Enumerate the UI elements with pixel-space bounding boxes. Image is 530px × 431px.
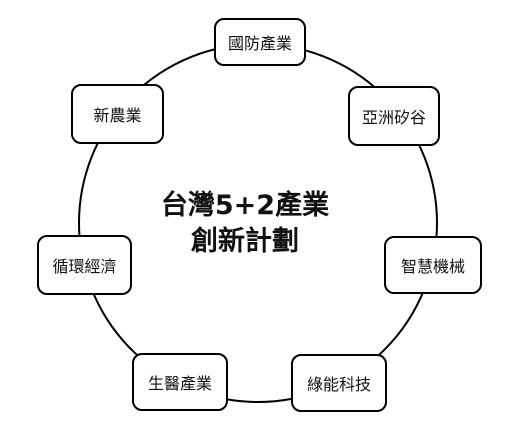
center-title-line1: 台灣5+2產業 [160, 190, 330, 221]
center-title: 台灣5+2產業 創新計劃 [145, 188, 345, 260]
node-circular-economy: 循環經濟 [37, 235, 132, 295]
node-defense-industry: 國防產業 [214, 18, 306, 66]
node-biomedical-industry: 生醫產業 [132, 353, 228, 411]
node-new-agriculture: 新農業 [71, 84, 164, 144]
node-asia-silicon-valley: 亞洲矽谷 [348, 86, 440, 146]
center-title-line2: 創新計劃 [191, 226, 299, 257]
node-green-energy: 綠能科技 [291, 354, 387, 412]
node-smart-machinery: 智慧機械 [384, 236, 482, 294]
